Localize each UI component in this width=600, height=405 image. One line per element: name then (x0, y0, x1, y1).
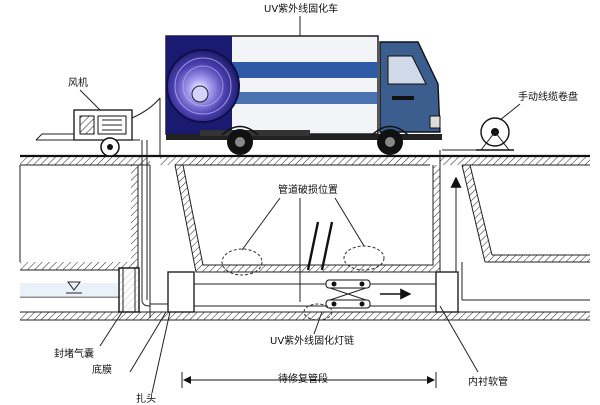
uv-curing-truck (165, 35, 442, 155)
label-airbag: 封堵气囊 (54, 347, 94, 360)
leader-lines (79, 16, 521, 394)
cable-reel (476, 117, 514, 151)
water-level-symbol (66, 281, 82, 294)
label-uv-chain: UV紫外线固化灯链 (270, 334, 354, 347)
pipe-bottom (20, 283, 590, 321)
soil-center (174, 164, 441, 273)
label-reel: 手动线缆卷盘 (518, 90, 578, 103)
label-repair-section: 待修复管段 (278, 372, 328, 385)
plug-airbag (118, 267, 140, 313)
label-damage: 管道破损位置 (278, 183, 338, 196)
fan-unit (35, 97, 161, 157)
soil-right (439, 164, 590, 310)
uv-lamp-chain (325, 279, 412, 309)
label-base-film: 底膜 (92, 363, 112, 376)
cables (141, 98, 485, 307)
manhole-left (149, 165, 151, 318)
label-tie-head: 扎头 (136, 392, 156, 405)
label-liner: 内衬软管 (468, 375, 508, 388)
liner-hose (150, 271, 459, 313)
damage-markers (221, 197, 385, 321)
label-uv-truck: UV紫外线固化车 (264, 2, 338, 15)
label-fan: 风机 (68, 76, 88, 89)
repair-dimension (181, 372, 437, 388)
ground (20, 154, 590, 166)
